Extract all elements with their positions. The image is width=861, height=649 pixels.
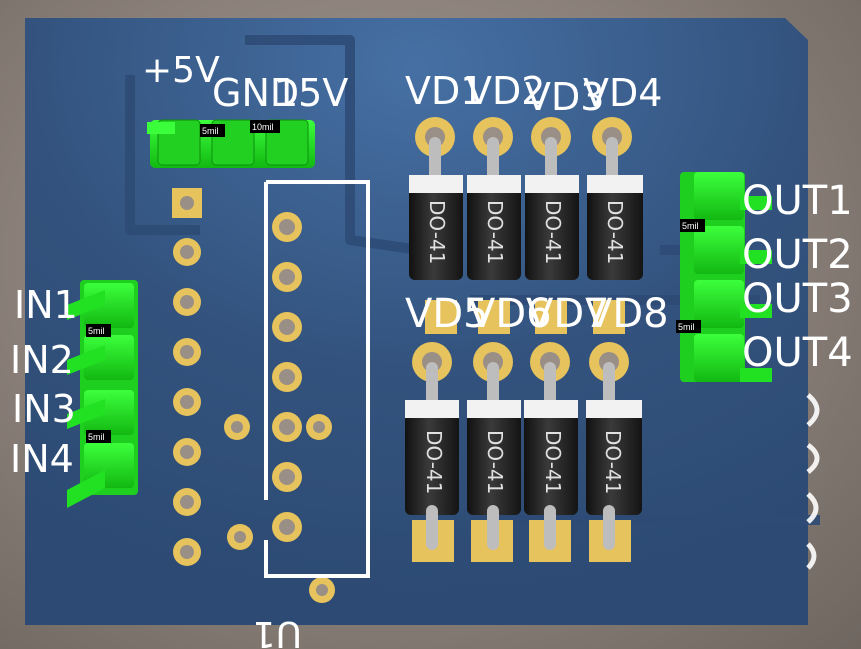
label-out1: OUT1 bbox=[742, 178, 853, 224]
label-in4: IN4 bbox=[10, 437, 74, 481]
diode-vd2 bbox=[467, 117, 521, 334]
label-out4: OUT4 bbox=[742, 330, 853, 376]
label-vd1: VD1 bbox=[405, 69, 484, 113]
power-header: 5mil 10mil bbox=[147, 119, 315, 168]
diode-vd7 bbox=[524, 342, 578, 562]
diode-package-label: DO-41 bbox=[425, 200, 449, 264]
diode-package-label: DO-41 bbox=[422, 430, 446, 494]
label-plus-5v: +5V bbox=[142, 50, 220, 91]
output-header: 5mil 5mil bbox=[676, 172, 772, 382]
clearance-label: 5mil bbox=[678, 322, 695, 332]
diodes-top: DO-41 DO-41 DO-41 DO-41 bbox=[409, 117, 643, 334]
clearance-badge bbox=[86, 324, 111, 337]
diode-package-label: DO-41 bbox=[483, 430, 507, 494]
label-gnd: GND bbox=[212, 71, 299, 115]
clearance-label: 5mil bbox=[88, 326, 105, 336]
diode-vd4 bbox=[587, 117, 643, 334]
label-15v: 15V bbox=[274, 71, 348, 115]
label-vd8: VD8 bbox=[585, 291, 669, 337]
bottom-silkscreen-fragments bbox=[806, 393, 820, 570]
label-out2: OUT2 bbox=[742, 232, 853, 278]
diode-vd3 bbox=[525, 117, 579, 334]
chip-pins-left bbox=[173, 238, 201, 566]
diode-vd1 bbox=[409, 117, 463, 334]
clearance-label: 5mil bbox=[202, 126, 219, 136]
label-vd3: VD3 bbox=[525, 75, 604, 119]
clearance-badge bbox=[200, 124, 225, 137]
clearance-badge bbox=[86, 430, 111, 443]
clearance-label: 10mil bbox=[252, 122, 274, 132]
chip-u1 bbox=[172, 180, 370, 603]
input-header: 5mil 5mil bbox=[67, 280, 138, 508]
diode-package-label: DO-41 bbox=[483, 200, 507, 264]
label-u1: U1 bbox=[253, 613, 302, 649]
label-in3: IN3 bbox=[12, 387, 76, 431]
diode-vd8 bbox=[586, 342, 642, 562]
label-vd5: VD5 bbox=[405, 291, 489, 337]
clearance-badge bbox=[680, 219, 705, 232]
diodes-bottom: DO-41 DO-41 DO-41 DO-41 bbox=[405, 342, 642, 562]
clearance-badge bbox=[250, 120, 280, 133]
clearance-label: 5mil bbox=[88, 432, 105, 442]
diode-package-label: DO-41 bbox=[603, 200, 627, 264]
diode-vd5 bbox=[405, 342, 459, 562]
label-vd4: VD4 bbox=[583, 71, 662, 115]
clearance-label: 5mil bbox=[682, 221, 699, 231]
diode-package-label: DO-41 bbox=[601, 430, 625, 494]
label-vd6: VD6 bbox=[468, 291, 552, 337]
diode-package-label: DO-41 bbox=[541, 200, 565, 264]
diode-vd6 bbox=[467, 342, 521, 562]
label-in2: IN2 bbox=[10, 338, 74, 382]
label-vd7: VD7 bbox=[526, 291, 610, 337]
label-in1: IN1 bbox=[14, 283, 78, 327]
chip-pins-right bbox=[272, 212, 302, 542]
diode-package-label: DO-41 bbox=[541, 430, 565, 494]
label-out3: OUT3 bbox=[742, 276, 853, 322]
label-vd2: VD2 bbox=[466, 69, 545, 113]
clearance-badge bbox=[676, 320, 701, 333]
